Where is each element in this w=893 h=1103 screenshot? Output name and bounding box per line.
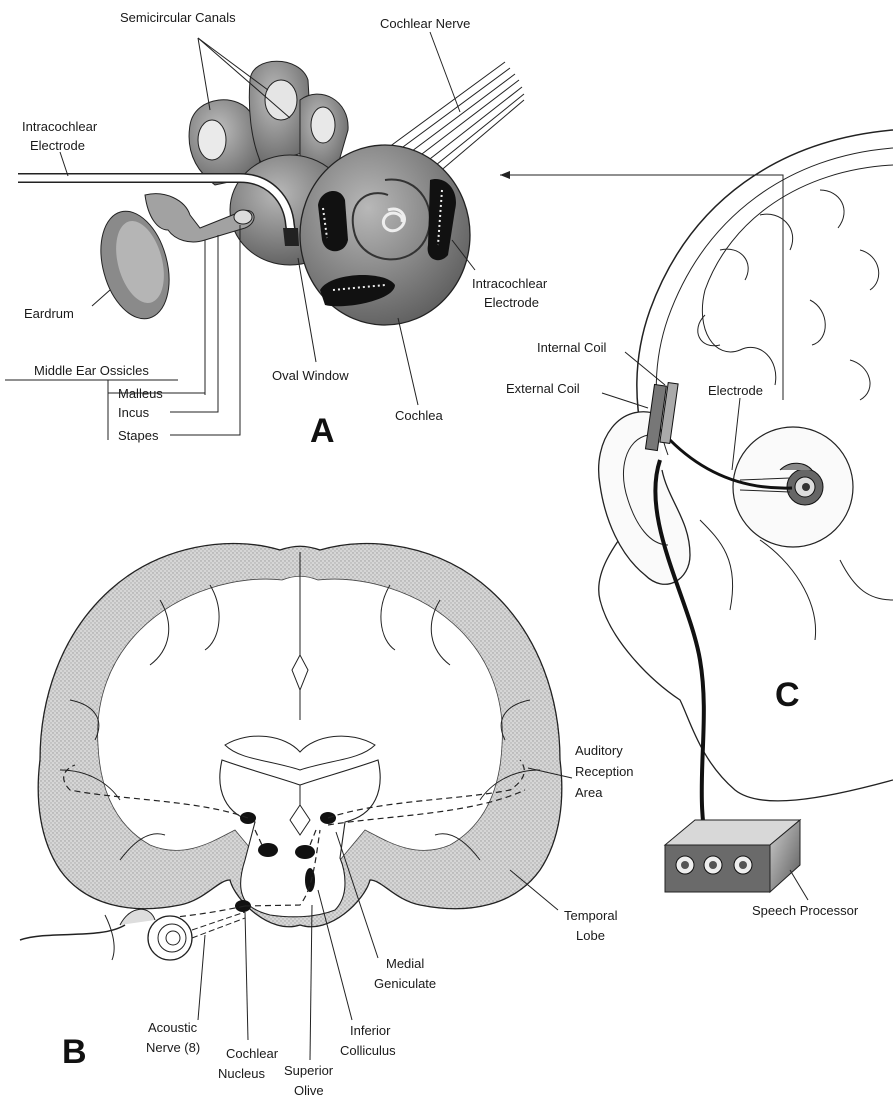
label-medial-1: Medial bbox=[386, 956, 424, 971]
label-auditory-1: Auditory bbox=[575, 743, 623, 758]
speech-processor-box bbox=[665, 820, 800, 892]
panel-letter-c: C bbox=[775, 676, 800, 714]
label-intracochlear-left-2: Electrode bbox=[30, 138, 85, 153]
label-auditory-2: Reception bbox=[575, 764, 634, 779]
label-cochlear-nucleus-2: Nucleus bbox=[218, 1066, 265, 1081]
panel-b-coronal-brain: Auditory Reception Area Temporal Lobe Me… bbox=[20, 543, 634, 1098]
label-superior-2: Olive bbox=[294, 1083, 324, 1098]
label-semicircular-canals: Semicircular Canals bbox=[120, 10, 236, 25]
label-inferior-1: Inferior bbox=[350, 1023, 391, 1038]
label-external-coil: External Coil bbox=[506, 381, 580, 396]
panel-c-head: Internal Coil External Coil Electrode Sp… bbox=[506, 130, 893, 918]
panel-letter-a: A bbox=[310, 412, 335, 450]
label-electrode: Electrode bbox=[708, 383, 763, 398]
label-middle-ear-ossicles: Middle Ear Ossicles bbox=[34, 363, 149, 378]
label-superior-1: Superior bbox=[284, 1063, 334, 1078]
label-cochlear-nerve: Cochlear Nerve bbox=[380, 16, 470, 31]
label-stapes: Stapes bbox=[118, 428, 159, 443]
label-internal-coil: Internal Coil bbox=[537, 340, 606, 355]
panel-letter-b: B bbox=[62, 1033, 87, 1071]
cochlea-shape bbox=[300, 145, 470, 325]
label-intracochlear-right-1: Intracochlear bbox=[472, 276, 548, 291]
label-intracochlear-left-1: Intracochlear bbox=[22, 119, 98, 134]
label-malleus: Malleus bbox=[118, 386, 163, 401]
label-cochlear-nucleus-1: Cochlear bbox=[226, 1046, 279, 1061]
label-medial-2: Geniculate bbox=[374, 976, 436, 991]
label-temporal-1: Temporal bbox=[564, 908, 618, 923]
label-acoustic-1: Acoustic bbox=[148, 1020, 198, 1035]
label-incus: Incus bbox=[118, 405, 150, 420]
panel-a-inner-ear: Semicircular Canals Cochlear Nerve Intra… bbox=[5, 10, 783, 450]
panel-c-brain bbox=[698, 165, 893, 400]
outer-ear bbox=[599, 412, 690, 584]
label-cochlea: Cochlea bbox=[395, 408, 443, 423]
label-acoustic-2: Nerve (8) bbox=[146, 1040, 200, 1055]
label-oval-window: Oval Window bbox=[272, 368, 349, 383]
label-inferior-2: Colliculus bbox=[340, 1043, 396, 1058]
label-eardrum: Eardrum bbox=[24, 306, 74, 321]
label-auditory-3: Area bbox=[575, 785, 603, 800]
small-cochlea-b bbox=[20, 909, 245, 960]
label-speech-processor: Speech Processor bbox=[752, 903, 859, 918]
label-intracochlear-right-2: Electrode bbox=[484, 295, 539, 310]
label-temporal-2: Lobe bbox=[576, 928, 605, 943]
skull-outline bbox=[637, 130, 893, 480]
